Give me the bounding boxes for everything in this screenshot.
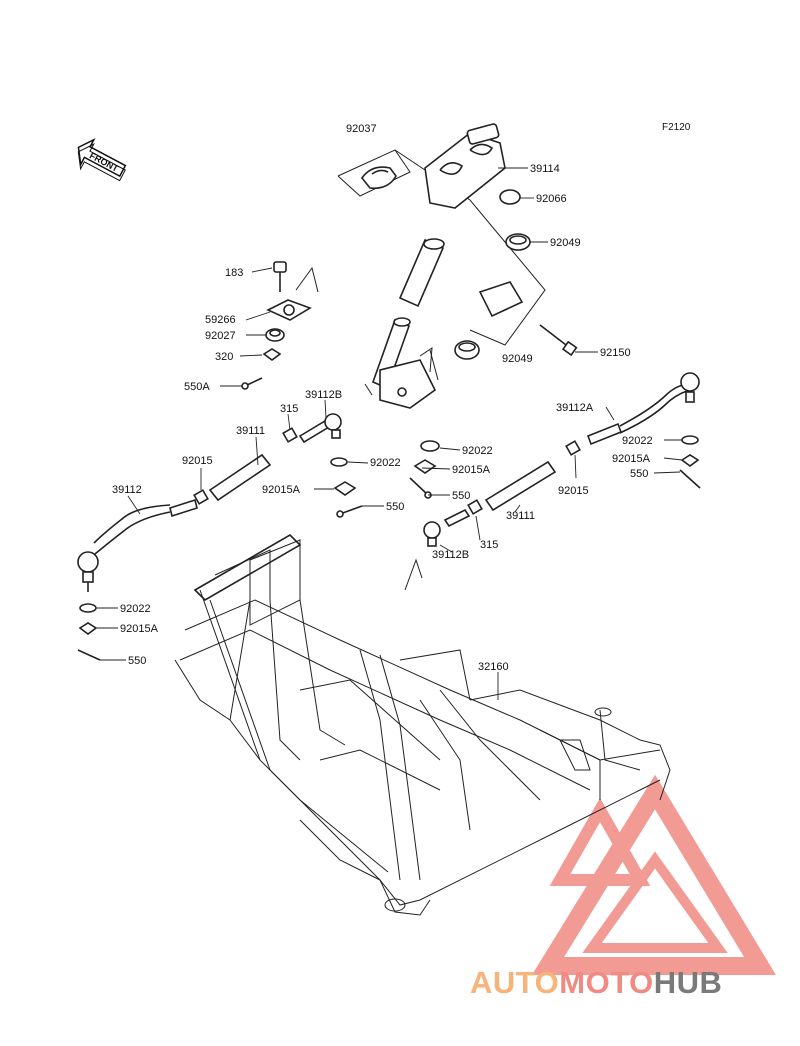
label-92015-right: 92015 xyxy=(558,485,589,497)
label-550-bottomleft: 550 xyxy=(128,655,146,667)
label-550-lower: 550 xyxy=(386,501,404,513)
handlebar-holder-assembly xyxy=(337,123,578,360)
left-knuckle-hardware xyxy=(77,603,101,661)
label-39111-left: 39111 xyxy=(236,425,265,437)
center-hardware xyxy=(330,347,483,591)
label-550-right: 550 xyxy=(630,468,648,480)
label-32160: 32160 xyxy=(478,661,509,673)
label-92027: 92027 xyxy=(205,330,236,342)
label-550-center: 550 xyxy=(452,490,470,502)
label-92022-upper: 92022 xyxy=(462,445,493,457)
watermark-auto: AUTO xyxy=(470,965,559,1000)
label-39111-right: 39111 xyxy=(506,510,535,522)
label-39114: 39114 xyxy=(530,163,560,175)
label-39112A: 39112A xyxy=(556,402,594,414)
label-92015A-right: 92015A xyxy=(612,453,651,465)
watermark-logo-icon xyxy=(531,774,776,975)
label-550A: 550A xyxy=(184,381,210,393)
label-92015A-left: 92015A xyxy=(262,484,301,496)
label-92049-lower: 92049 xyxy=(502,353,533,365)
label-92015A-bottomleft: 92015A xyxy=(120,623,159,635)
label-92022-right: 92022 xyxy=(622,435,653,447)
label-92015A-center: 92015A xyxy=(452,464,491,476)
part-labels: 92037 39114 92066 92049 92150 92049 183 … xyxy=(112,123,653,673)
watermark-moto: MOTO xyxy=(559,965,653,1000)
steering-shaft xyxy=(364,317,439,409)
label-92037: 92037 xyxy=(346,123,377,135)
front-direction-icon: FRONT xyxy=(77,137,127,182)
leader-lines xyxy=(97,167,683,700)
svg-text:AUTOMOTOHUB: AUTOMOTOHUB xyxy=(470,965,722,1000)
label-92015-left: 92015 xyxy=(182,455,213,467)
label-39112B-bottom: 39112B xyxy=(432,549,469,561)
left-tie-rod xyxy=(77,413,342,592)
shaft-bearing-assembly xyxy=(241,261,319,390)
watermark-hub: HUB xyxy=(654,965,723,1000)
label-315-bottom: 315 xyxy=(480,539,498,551)
label-39112: 39112 xyxy=(112,484,142,496)
label-39112B-top: 39112B xyxy=(305,389,342,401)
label-92066: 92066 xyxy=(536,193,567,205)
label-92022-left: 92022 xyxy=(120,603,151,615)
label-183: 183 xyxy=(225,267,243,279)
label-59266: 59266 xyxy=(205,314,236,326)
right-tie-rod xyxy=(484,372,701,512)
frame-assembly xyxy=(174,533,671,916)
label-92022-center: 92022 xyxy=(370,457,401,469)
label-92150: 92150 xyxy=(600,347,631,359)
label-320: 320 xyxy=(215,351,233,363)
diagram-code: F2120 xyxy=(662,122,691,133)
watermark-wordmark: AUTOMOTOHUB xyxy=(470,965,722,1000)
label-92049-upper: 92049 xyxy=(550,237,581,249)
label-315-top: 315 xyxy=(280,403,298,415)
